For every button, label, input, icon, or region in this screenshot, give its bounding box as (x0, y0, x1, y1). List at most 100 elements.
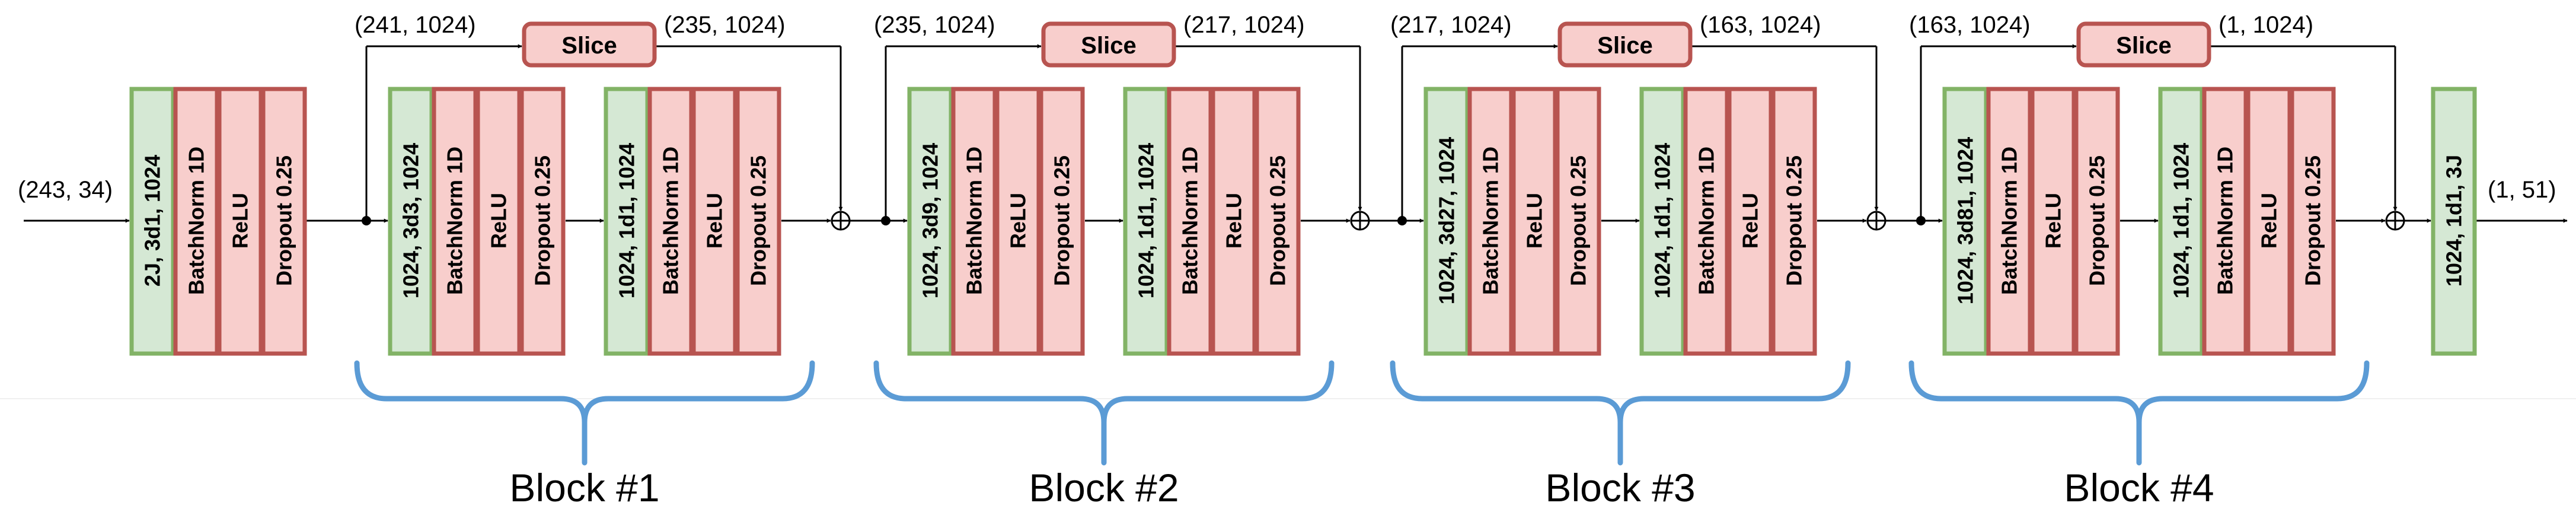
block2-group2-dropout: Dropout 0.25 (1255, 87, 1301, 356)
block4-label: Block #4 (2064, 466, 2214, 510)
block1-group2-relu: ReLU (691, 87, 738, 356)
block3-slice-box: Slice (1557, 21, 1693, 68)
block2-slice-box: Slice (1041, 21, 1176, 68)
block2-group1-conv: 1024, 3d9, 1024 (907, 87, 953, 356)
block2-group1-batchnorm-text: BatchNorm 1D (962, 147, 987, 295)
block3-brace (1390, 360, 1851, 466)
block4-group1-batchnorm: BatchNorm 1D (1986, 87, 2032, 356)
block4-group1-batchnorm-rect (1986, 87, 2032, 356)
block3-out-shape: (163, 1024) (1700, 12, 1821, 38)
block4-slice-label: Slice (2116, 33, 2171, 59)
block3-add-node (1866, 211, 1886, 231)
block3-group2-dropout: Dropout 0.25 (1771, 87, 1817, 356)
block1-out-shape: (235, 1024) (664, 12, 786, 38)
block1-slice-rect (522, 21, 657, 68)
block2-group1-batchnorm-rect (951, 87, 997, 356)
block2-add-node (1350, 211, 1370, 231)
block2-group2-batchnorm: BatchNorm 1D (1167, 87, 1213, 356)
block3-group2-conv-text: 1024, 1d1, 1024 (1651, 143, 1675, 298)
block2-group2-relu-rect (1211, 87, 1257, 356)
block1-group1-dropout-text: Dropout 0.25 (531, 155, 555, 286)
block2-group2-batchnorm-text: BatchNorm 1D (1178, 147, 1202, 295)
input-layer-conv-text: 2J, 3d1, 1024 (141, 155, 165, 287)
shape-labels: (243, 34)(241, 1024)(235, 1024)(235, 102… (18, 12, 2556, 203)
block4-add-node (2385, 211, 2405, 231)
block3-group2-conv-rect (1639, 87, 1686, 356)
block4-group2-conv-text: 1024, 1d1, 1024 (2169, 143, 2194, 298)
block4-group2-batchnorm-text: BatchNorm 1D (2213, 147, 2237, 295)
block3-group1-batchnorm-text: BatchNorm 1D (1479, 147, 1503, 295)
block4-group2-dropout-text: Dropout 0.25 (2301, 155, 2325, 286)
output-shape-label: (1, 51) (2488, 177, 2556, 203)
block1-group2-dropout-text: Dropout 0.25 (746, 155, 771, 286)
block2-label: Block #2 (1029, 466, 1179, 510)
block1-group1-conv-rect (388, 87, 434, 356)
input-layer-dropout-rect (261, 87, 307, 356)
output-layer-conv-rect (2431, 87, 2477, 356)
block3-group2-conv: 1024, 1d1, 1024 (1639, 87, 1686, 356)
block1-slice-label: Slice (561, 33, 617, 59)
block2-slice-rect (1041, 21, 1176, 68)
block2-group1-relu: ReLU (995, 87, 1041, 356)
block1-group2-relu-rect (691, 87, 738, 356)
block3-slice-label: Slice (1597, 33, 1652, 59)
block1-group1-dropout: Dropout 0.25 (519, 87, 566, 356)
block1-group2-conv: 1024, 1d1, 1024 (604, 87, 650, 356)
block4-slice-box: Slice (2076, 21, 2211, 68)
block4-group1-conv: 1024, 3d81, 1024 (1942, 87, 1988, 356)
block2-group1-relu-text: ReLU (1006, 193, 1030, 249)
block3-group2-dropout-rect (1771, 87, 1817, 356)
block1-brace (354, 360, 815, 466)
block4-group2-dropout: Dropout 0.25 (2290, 87, 2336, 356)
block4-group2-batchnorm: BatchNorm 1D (2202, 87, 2248, 356)
block3-group1-relu-text: ReLU (1522, 193, 1547, 249)
block1-in-shape: (241, 1024) (355, 12, 476, 38)
block3-group1-relu: ReLU (1511, 87, 1557, 356)
block4-group1-dropout: Dropout 0.25 (2074, 87, 2120, 356)
block1-group1-batchnorm-rect (432, 87, 478, 356)
block4-slice-rect (2076, 21, 2211, 68)
block4-out-shape: (1, 1024) (2219, 12, 2313, 38)
block4-group1-dropout-rect (2074, 87, 2120, 356)
block3-group2-dropout-text: Dropout 0.25 (1782, 155, 1806, 286)
block3-group2-batchnorm-text: BatchNorm 1D (1694, 147, 1719, 295)
block4-group1-batchnorm-text: BatchNorm 1D (1997, 147, 2022, 295)
block3-group2-batchnorm: BatchNorm 1D (1683, 87, 1729, 356)
input-layer-relu: ReLU (217, 87, 263, 356)
block4-in-shape: (163, 1024) (1909, 12, 2031, 38)
block3-group1-conv-rect (1423, 87, 1470, 356)
block3-group1-batchnorm-rect (1467, 87, 1514, 356)
block2-group1-conv-text: 1024, 3d9, 1024 (918, 143, 943, 298)
block1-group2-batchnorm-rect (647, 87, 694, 356)
block3-label: Block #3 (1545, 466, 1695, 510)
block3-slice-rect (1557, 21, 1693, 68)
block2-group1-dropout: Dropout 0.25 (1039, 87, 1085, 356)
block3-group2-relu-rect (1727, 87, 1773, 356)
connection-lines (24, 44, 2568, 231)
input-layer-batchnorm: BatchNorm 1D (173, 87, 219, 356)
block3-group2-batchnorm-rect (1683, 87, 1729, 356)
block2-group2-relu: ReLU (1211, 87, 1257, 356)
block1-group1-conv-text: 1024, 3d3, 1024 (399, 143, 423, 298)
output-layer-conv: 1024, 1d1, 3J (2431, 87, 2477, 356)
block1-group1-dropout-rect (519, 87, 566, 356)
input-shape-label: (243, 34) (18, 177, 113, 203)
block2-group1-dropout-rect (1039, 87, 1085, 356)
block2-group1-batchnorm: BatchNorm 1D (951, 87, 997, 356)
input-layer-dropout: Dropout 0.25 (261, 87, 307, 356)
block3-group1-conv: 1024, 3d27, 1024 (1423, 87, 1470, 356)
block4-group2-conv-rect (2158, 87, 2204, 356)
block3-group1-dropout-text: Dropout 0.25 (1566, 155, 1591, 286)
block1-group2-dropout: Dropout 0.25 (735, 87, 781, 356)
block4-group1-conv-text: 1024, 3d81, 1024 (1953, 137, 1978, 304)
block2-out-shape: (217, 1024) (1183, 12, 1305, 38)
block3-group1-conv-text: 1024, 3d27, 1024 (1435, 137, 1459, 304)
input-layer-relu-rect (217, 87, 263, 356)
block1-group2-relu-text: ReLU (703, 193, 727, 249)
block2-group2-conv-rect (1123, 87, 1169, 356)
block2-group2-relu-text: ReLU (1222, 193, 1246, 249)
block1-add-node (831, 211, 851, 231)
